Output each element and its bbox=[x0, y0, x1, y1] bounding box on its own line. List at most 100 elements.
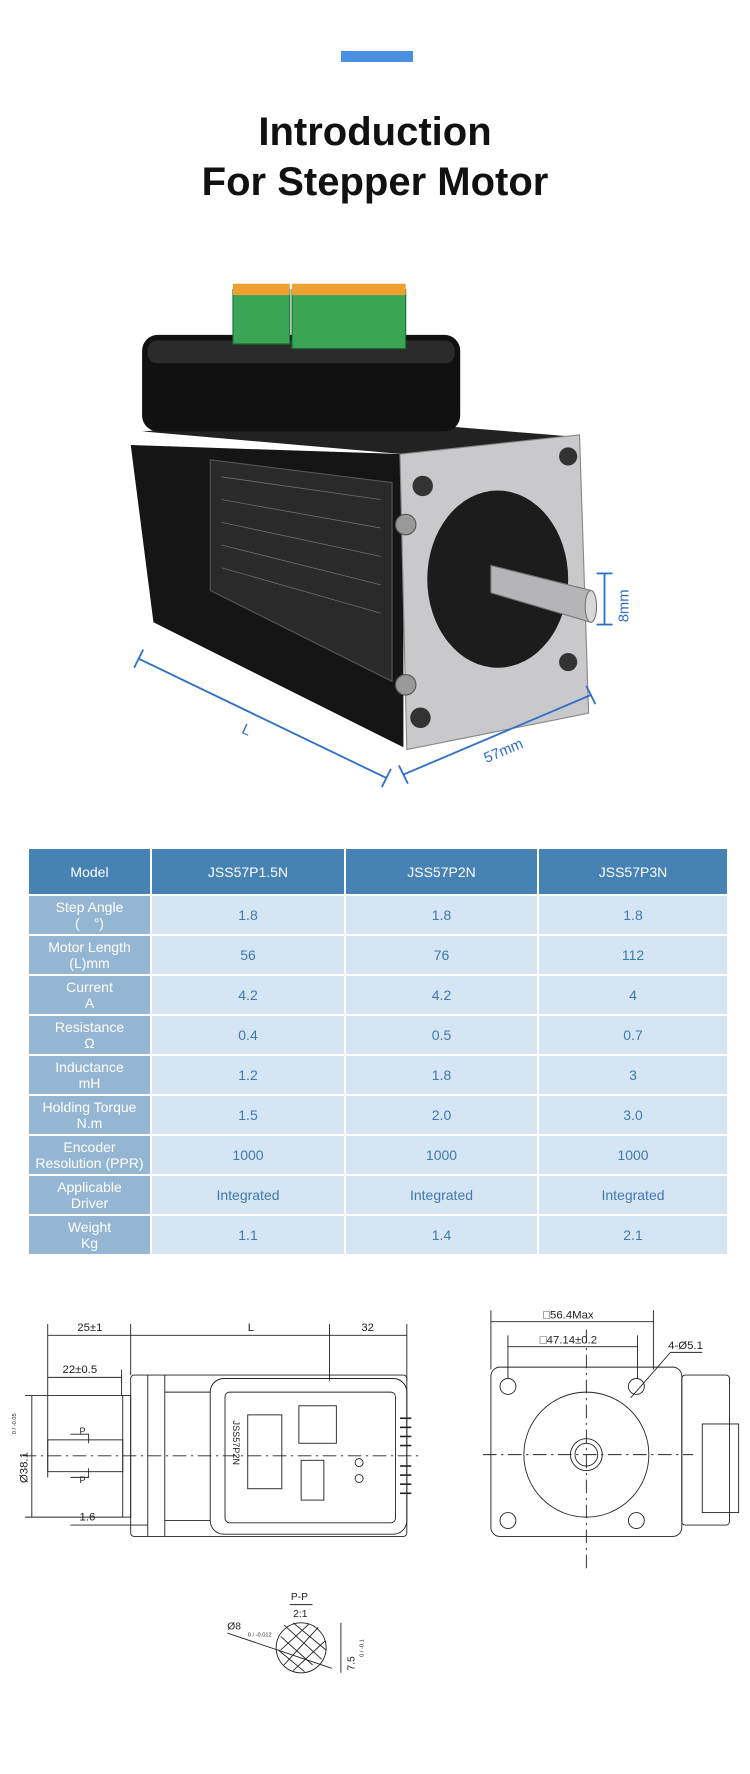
table-header: Model JSS57P1.5N JSS57P2N JSS57P3N bbox=[27, 847, 729, 896]
row-label-line2: (L)mm bbox=[69, 955, 110, 971]
table-cell: 56 bbox=[150, 934, 346, 976]
p-mark-bottom: P bbox=[80, 1475, 86, 1485]
dim-56: □56.4Max bbox=[543, 1309, 594, 1321]
section-scale: 2:1 bbox=[293, 1609, 308, 1620]
label-width: 57mm bbox=[482, 736, 526, 767]
side-body bbox=[130, 1374, 408, 1537]
page-title-line1: Introduction bbox=[258, 110, 492, 154]
dim-holes: 4-Ø5.1 bbox=[668, 1340, 703, 1352]
row-label-line2: N.m bbox=[76, 1115, 103, 1131]
row-label-line2: Resolution (PPR) bbox=[35, 1155, 144, 1171]
dim-75: 7.5 bbox=[347, 1656, 358, 1671]
table-cell: 0.7 bbox=[537, 1014, 729, 1056]
header-col: JSS57P1.5N bbox=[150, 847, 346, 896]
dim-8: Ø8 bbox=[227, 1622, 241, 1633]
p-mark-top: P bbox=[80, 1426, 86, 1436]
table-cell: 1.1 bbox=[150, 1214, 346, 1256]
row-label-line2: Ω bbox=[84, 1035, 95, 1051]
header-col: JSS57P3N bbox=[537, 847, 729, 896]
row-label-line1: Encoder bbox=[63, 1139, 116, 1155]
dim-line-width bbox=[403, 694, 592, 776]
row-label-line1: Weight bbox=[67, 1219, 112, 1235]
table-cell: 1000 bbox=[537, 1134, 729, 1176]
dim-25: 25±1 bbox=[77, 1322, 102, 1334]
header-model: Model bbox=[27, 847, 152, 896]
row-label-line2: mH bbox=[78, 1075, 101, 1091]
table-cell: Integrated bbox=[344, 1174, 539, 1216]
row-label-line2: Driver bbox=[70, 1195, 109, 1211]
dimension-drawing: 25±1 L 32 22±0.5 Ø38.1 0 / -0.05 1.6 P P… bbox=[12, 1309, 740, 1674]
label-shaft: 8mm bbox=[616, 589, 632, 622]
dim-16: 1.6 bbox=[80, 1512, 96, 1524]
label-panel bbox=[209, 459, 393, 683]
table-cell: 1000 bbox=[344, 1134, 539, 1176]
table-cell: 4 bbox=[537, 974, 729, 1016]
model-mark: JSS57P2N bbox=[231, 1421, 241, 1465]
header-col: JSS57P2N bbox=[344, 847, 539, 896]
table-cell: 112 bbox=[537, 934, 729, 976]
row-label-line1: Applicable bbox=[57, 1179, 122, 1195]
table-cell: Integrated bbox=[150, 1174, 346, 1216]
row-label-line1: Motor Length bbox=[48, 939, 131, 955]
row-label-line1: Step Angle bbox=[55, 899, 124, 915]
row-label-line2: Kg bbox=[80, 1235, 99, 1251]
table-cell: 4.2 bbox=[150, 974, 346, 1016]
table-cell: 1.8 bbox=[537, 894, 729, 936]
dim-38-tol: 0 / -0.05 bbox=[12, 1413, 18, 1434]
table-cell: 1000 bbox=[150, 1134, 346, 1176]
section-circle bbox=[275, 1622, 327, 1674]
page-title-line2: For Stepper Motor bbox=[201, 160, 549, 204]
row-label-line1: Holding Torque bbox=[42, 1099, 137, 1115]
connector-small bbox=[232, 288, 291, 345]
row-label-line1: Current bbox=[66, 979, 113, 995]
table-cell: 3 bbox=[537, 1054, 729, 1096]
dim-75-tol: 0 / -0.1 bbox=[360, 1639, 366, 1657]
table-cell: 1.5 bbox=[150, 1094, 346, 1136]
table-cell: 1.8 bbox=[150, 894, 346, 936]
table-cell: Integrated bbox=[537, 1174, 729, 1216]
table-cell: 2.1 bbox=[537, 1214, 729, 1256]
dim-22: 22±0.5 bbox=[63, 1364, 98, 1376]
row-label-line2: A bbox=[84, 995, 95, 1011]
row-label-line1: Inductance bbox=[55, 1059, 124, 1075]
spec-table: Model JSS57P1.5N JSS57P2N JSS57P3N Step … bbox=[27, 847, 729, 1256]
table-cell: 0.4 bbox=[150, 1014, 346, 1056]
row-label-line1: Resistance bbox=[54, 1019, 125, 1035]
table-cell: 0.5 bbox=[344, 1014, 539, 1056]
table-cell: 1.4 bbox=[344, 1214, 539, 1256]
section-name: P-P bbox=[291, 1592, 308, 1603]
table-cell: 76 bbox=[344, 934, 539, 976]
row-label: Step Angle( °) bbox=[27, 894, 152, 936]
table-cell: 1.2 bbox=[150, 1054, 346, 1096]
label-length: L bbox=[239, 722, 253, 740]
dim-32: 32 bbox=[361, 1322, 374, 1334]
row-label-line2: ( °) bbox=[75, 915, 104, 931]
row-label: Motor Length(L)mm bbox=[27, 934, 152, 976]
table-cell: 4.2 bbox=[344, 974, 539, 1016]
dim-L: L bbox=[248, 1322, 254, 1334]
connector-large bbox=[291, 288, 407, 350]
table-cell: 2.0 bbox=[344, 1094, 539, 1136]
accent-bar bbox=[341, 51, 413, 62]
table-cell: 1.8 bbox=[344, 1054, 539, 1096]
dim-38: Ø38.1 bbox=[18, 1452, 30, 1483]
table-cell: 1.8 bbox=[344, 894, 539, 936]
dim-line-length bbox=[138, 657, 387, 779]
table-cell: 3.0 bbox=[537, 1094, 729, 1136]
dim-8-tol: 0 / -0.012 bbox=[248, 1632, 272, 1638]
motor-photo: L 57mm 8mm bbox=[130, 283, 632, 788]
